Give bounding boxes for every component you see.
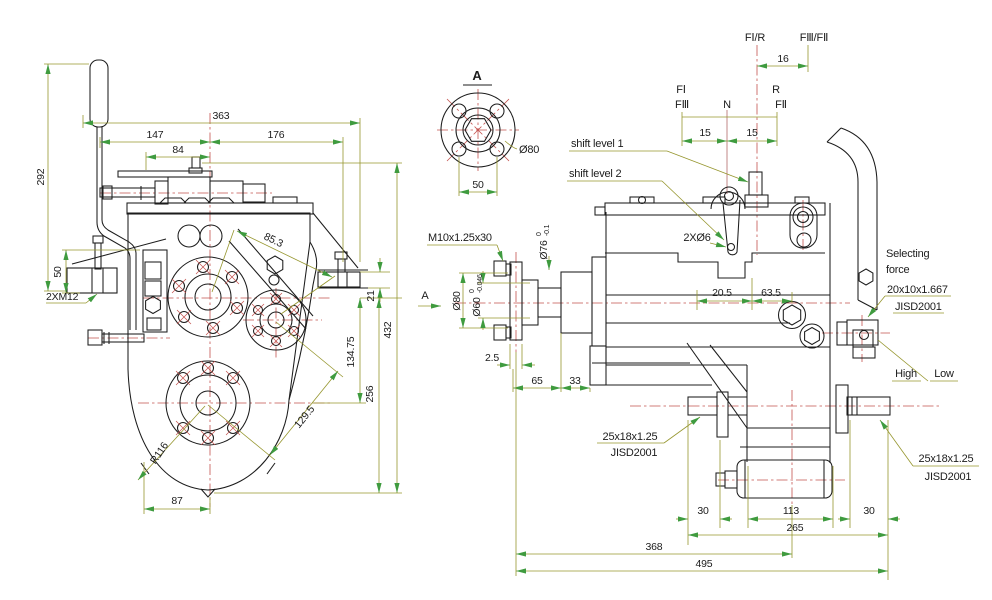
- dim-84: 84: [172, 144, 184, 156]
- side-centerlines: [455, 200, 940, 505]
- dia80-side-label: Ø80: [451, 291, 463, 311]
- front-dimensions: [44, 63, 402, 514]
- pto-shaft-right: [835, 384, 891, 434]
- front-bolt-marks: [171, 259, 301, 446]
- detail-a-title: A: [472, 68, 482, 83]
- gate-fi: FⅠ: [676, 84, 686, 96]
- dia60-label: Ø60 0 -0.046: [469, 274, 484, 317]
- label-2xd6: 2XØ6: [683, 232, 710, 244]
- gate-fiii-fii: FⅢ/FⅡ: [800, 32, 829, 44]
- selector-knob: [836, 319, 879, 359]
- dim-87: 87: [171, 495, 183, 507]
- dim-432: 432: [382, 321, 394, 338]
- dim-33: 33: [569, 375, 581, 387]
- side-view-texts: A M10x1.25x30 Ø76 0 -0.1 Ø80 Ø60 0 -0.04…: [421, 138, 973, 570]
- label-high: High: [895, 368, 917, 380]
- gate-n: N: [723, 99, 731, 111]
- dim-495: 495: [696, 558, 713, 570]
- label-selecting-3: 20x10x1.667: [887, 284, 948, 296]
- label-m10: M10x1.25x30: [428, 232, 492, 244]
- gate-r: R: [772, 84, 780, 96]
- dia76-label: Ø76 0 -0.1: [536, 224, 551, 259]
- detail-a-outline: [440, 84, 516, 168]
- dim-50: 50: [52, 266, 64, 278]
- input-flange-front: [167, 256, 249, 338]
- label-selecting-4: JISD2001: [895, 301, 942, 313]
- shift-crank: [710, 171, 769, 256]
- gate-dimensions: [681, 45, 809, 146]
- dim-30-right: 30: [863, 505, 875, 517]
- label-2xm12: 2XM12: [46, 291, 79, 303]
- pto-shaft-left: [687, 391, 747, 438]
- detail-a-dim50: 50: [472, 179, 484, 191]
- svg-text:-0.046: -0.046: [477, 274, 484, 293]
- dim-63-5: 63.5: [761, 287, 781, 299]
- dim-85-3: 85.3: [262, 231, 285, 251]
- detail-a-dimensions: [458, 140, 518, 196]
- svg-text:0: 0: [536, 232, 543, 236]
- gate-fiii: FⅢ: [675, 99, 689, 111]
- detail-a-centerlines: [437, 89, 519, 171]
- label-selecting-2: force: [886, 264, 910, 276]
- output-flange-front: [165, 360, 251, 446]
- gate-dim-15-left: 15: [699, 127, 711, 139]
- dim-65: 65: [531, 375, 543, 387]
- shift-gate-diagram: FⅠ/R FⅢ/FⅡ 16 FⅠ FⅢ N R FⅡ 15 15: [675, 32, 828, 255]
- label-shift-level-1: shift level 1: [571, 138, 624, 150]
- side-view: A M10x1.25x30 Ø76 0 -0.1 Ø80 Ø60 0 -0.04…: [418, 127, 979, 580]
- gate-fi-r: FⅠ/R: [745, 32, 765, 44]
- dim-129-5: 129.5: [292, 403, 317, 430]
- gate-dim-16: 16: [777, 53, 789, 65]
- key-right-line1: 25x18x1.25: [919, 453, 974, 465]
- dim-256: 256: [364, 385, 376, 402]
- mounting-foot-left: [66, 235, 167, 294]
- front-outline: [66, 59, 368, 498]
- dim-20-5: 20.5: [712, 287, 732, 299]
- shift-lever-handle: [89, 59, 109, 128]
- label-r116: R116: [148, 440, 171, 467]
- svg-text:Ø80: Ø80: [451, 291, 463, 311]
- dim-2-5: 2.5: [485, 352, 499, 364]
- dim-113: 113: [783, 505, 799, 517]
- svg-text:Ø60: Ø60: [471, 297, 483, 317]
- svg-text:0: 0: [469, 289, 476, 293]
- dim-292: 292: [35, 168, 47, 185]
- dim-147: 147: [147, 129, 164, 141]
- dim-21: 21: [365, 290, 377, 302]
- dim-363: 363: [213, 110, 230, 122]
- svg-text:-0.1: -0.1: [544, 224, 551, 236]
- dim-176: 176: [268, 129, 285, 141]
- lever-bracket: [87, 249, 168, 346]
- front-view-texts: 363 147 176 84 292 50 2XM12 85.3 21 432 …: [35, 110, 394, 507]
- label-low: Low: [934, 368, 954, 380]
- side-dimensions: [418, 150, 979, 580]
- dim-368: 368: [646, 541, 663, 553]
- input-shaft-side: [493, 256, 607, 347]
- detail-a-view: A Ø80 50: [437, 68, 539, 196]
- output-housing: [715, 365, 833, 499]
- label-shift-level-2: shift level 2: [569, 168, 622, 180]
- side-outline: [493, 127, 891, 499]
- dim-134-75: 134.75: [345, 336, 357, 367]
- key-left-line2: JISD2001: [611, 447, 658, 459]
- detail-a-dia80: Ø80: [519, 144, 539, 156]
- svg-text:Ø76: Ø76: [538, 240, 550, 260]
- front-view: 363 147 176 84 292 50 2XM12 85.3 21 432 …: [35, 59, 402, 514]
- key-right-line2: JISD2001: [925, 471, 972, 483]
- dim-30-left: 30: [697, 505, 709, 517]
- dim-265: 265: [787, 522, 804, 534]
- gate-dim-15-right: 15: [746, 127, 758, 139]
- view-arrow-label: A: [421, 290, 429, 302]
- label-selecting-1: Selecting: [886, 248, 930, 260]
- gate-fii: FⅡ: [775, 99, 787, 111]
- selecting-lever: [826, 127, 878, 311]
- gate-texts: FⅠ/R FⅢ/FⅡ 16 FⅠ FⅢ N R FⅡ 15 15: [675, 32, 828, 139]
- key-left-line1: 25x18x1.25: [603, 431, 658, 443]
- detail-a-texts: A Ø80 50: [472, 68, 539, 191]
